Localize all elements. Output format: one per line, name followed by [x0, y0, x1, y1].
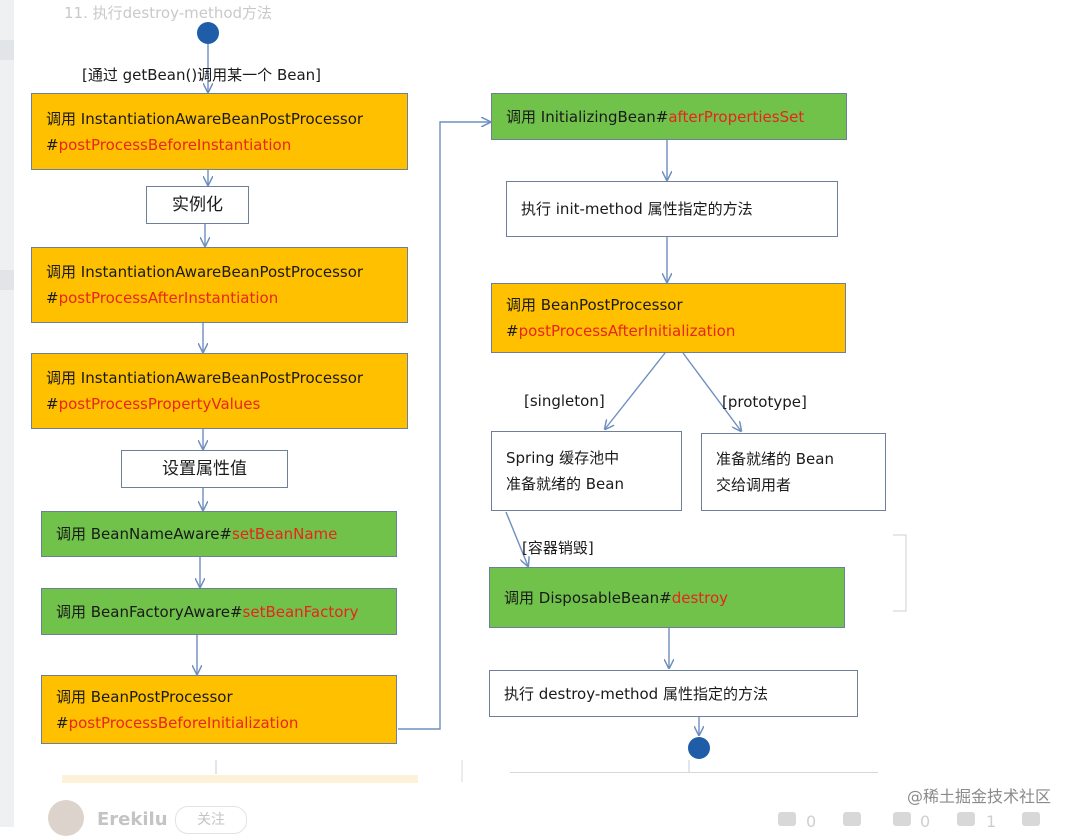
follow-button[interactable]: 关注 [175, 806, 247, 834]
method-name: setBeanName [232, 525, 338, 543]
step-after-initialization: 调用 BeanPostProcessor #postProcessAfterIn… [491, 283, 846, 353]
step-instantiate: 实例化 [146, 186, 249, 224]
method-name: postProcessAfterInstantiation [58, 289, 279, 307]
step-text: 设置属性值 [162, 459, 247, 479]
step-text: # [506, 322, 519, 340]
step-text: 调用 InitializingBean# [506, 107, 669, 126]
like-count: 0 [806, 812, 817, 831]
step-destroy-method: 执行 destroy-method 属性指定的方法 [489, 670, 858, 717]
method-name: setBeanFactory [242, 602, 359, 621]
section-caption: 11. 执行destroy-method方法 [64, 4, 273, 22]
author-avatar[interactable] [48, 800, 84, 836]
method-name: postProcessPropertyValues [58, 395, 261, 413]
step-text: 调用 BeanPostProcessor [56, 687, 233, 706]
step-before-instantiation: 调用 InstantiationAwareBeanPostProcessor #… [31, 93, 408, 170]
author-name[interactable]: Erekilu [97, 809, 168, 830]
step-text: 调用 DisposableBean# [504, 588, 672, 607]
step-text: 调用 BeanFactoryAware# [56, 602, 243, 621]
sidebar-mark [0, 40, 14, 60]
comment-icon[interactable] [843, 812, 861, 826]
start-node-icon [197, 22, 219, 44]
method-name: postProcessAfterInitialization [518, 322, 736, 340]
step-before-initialization: 调用 BeanPostProcessor #postProcessBeforeI… [41, 675, 397, 744]
step-text: 调用 InstantiationAwareBeanPostProcessor [46, 109, 364, 128]
step-text: Spring 缓存池中 [506, 449, 620, 467]
method-name: postProcessBeforeInstantiation [58, 135, 292, 154]
star-count: 1 [986, 812, 997, 831]
start-label: [通过 getBean()调用某一个 Bean] [82, 66, 322, 84]
step-text: 执行 destroy-method 属性指定的方法 [504, 684, 768, 703]
step-after-instantiation: 调用 InstantiationAwareBeanPostProcessor #… [31, 247, 408, 323]
step-after-properties-set: 调用 InitializingBean#afterPropertiesSet [491, 93, 847, 140]
step-set-bean-factory: 调用 BeanFactoryAware#setBeanFactory [41, 588, 397, 635]
more-icon[interactable] [1022, 812, 1040, 826]
method-name: postProcessBeforeInitialization [68, 713, 299, 732]
branch-label-singleton: [singleton] [524, 392, 605, 410]
step-prototype-caller: 准备就绪的 Bean 交给调用者 [701, 433, 886, 511]
step-init-method: 执行 init-method 属性指定的方法 [506, 181, 838, 237]
comment-count: 0 [920, 812, 931, 831]
step-singleton-cache: Spring 缓存池中 准备就绪的 Bean [491, 431, 682, 511]
arrow-singleton [605, 352, 666, 429]
method-name: afterPropertiesSet [668, 107, 805, 126]
sidebar-mark [0, 270, 14, 290]
step-text: 交给调用者 [716, 476, 792, 494]
arrow-destroy [505, 511, 528, 566]
arrow-cross [398, 122, 490, 730]
like-icon[interactable] [778, 812, 796, 826]
step-text: # [46, 135, 59, 154]
step-disposable-destroy: 调用 DisposableBean#destroy [489, 567, 845, 628]
step-text: # [46, 395, 59, 413]
branch-label-prototype: [prototype] [722, 393, 807, 411]
step-set-properties: 设置属性值 [121, 450, 288, 488]
end-node-icon [688, 737, 710, 759]
method-name: destroy [671, 588, 729, 607]
step-text: 准备就绪的 Bean [506, 475, 624, 493]
left-sidebar-strip [0, 0, 14, 827]
faded-next-box [62, 775, 418, 783]
branch-label-destroy: [容器销毁] [522, 539, 594, 557]
step-text: 调用 BeanNameAware# [56, 525, 232, 543]
step-property-values: 调用 InstantiationAwareBeanPostProcessor #… [31, 353, 408, 429]
step-text: 实例化 [172, 195, 223, 215]
step-text: 调用 InstantiationAwareBeanPostProcessor [46, 263, 364, 281]
site-watermark: @稀土掘金技术社区 [907, 787, 1052, 806]
faded-next-box [510, 772, 878, 773]
step-text: 执行 init-method 属性指定的方法 [521, 200, 753, 218]
star-icon[interactable] [957, 812, 975, 826]
arrow-prototype [682, 352, 741, 431]
step-text: # [56, 713, 69, 732]
comment-icon[interactable] [893, 812, 911, 826]
step-set-bean-name: 调用 BeanNameAware#setBeanName [41, 511, 397, 557]
step-text: # [46, 289, 59, 307]
bracket-mark [893, 534, 907, 612]
step-text: 调用 InstantiationAwareBeanPostProcessor [46, 369, 364, 387]
step-text: 调用 BeanPostProcessor [506, 296, 683, 314]
step-text: 准备就绪的 Bean [716, 450, 834, 468]
